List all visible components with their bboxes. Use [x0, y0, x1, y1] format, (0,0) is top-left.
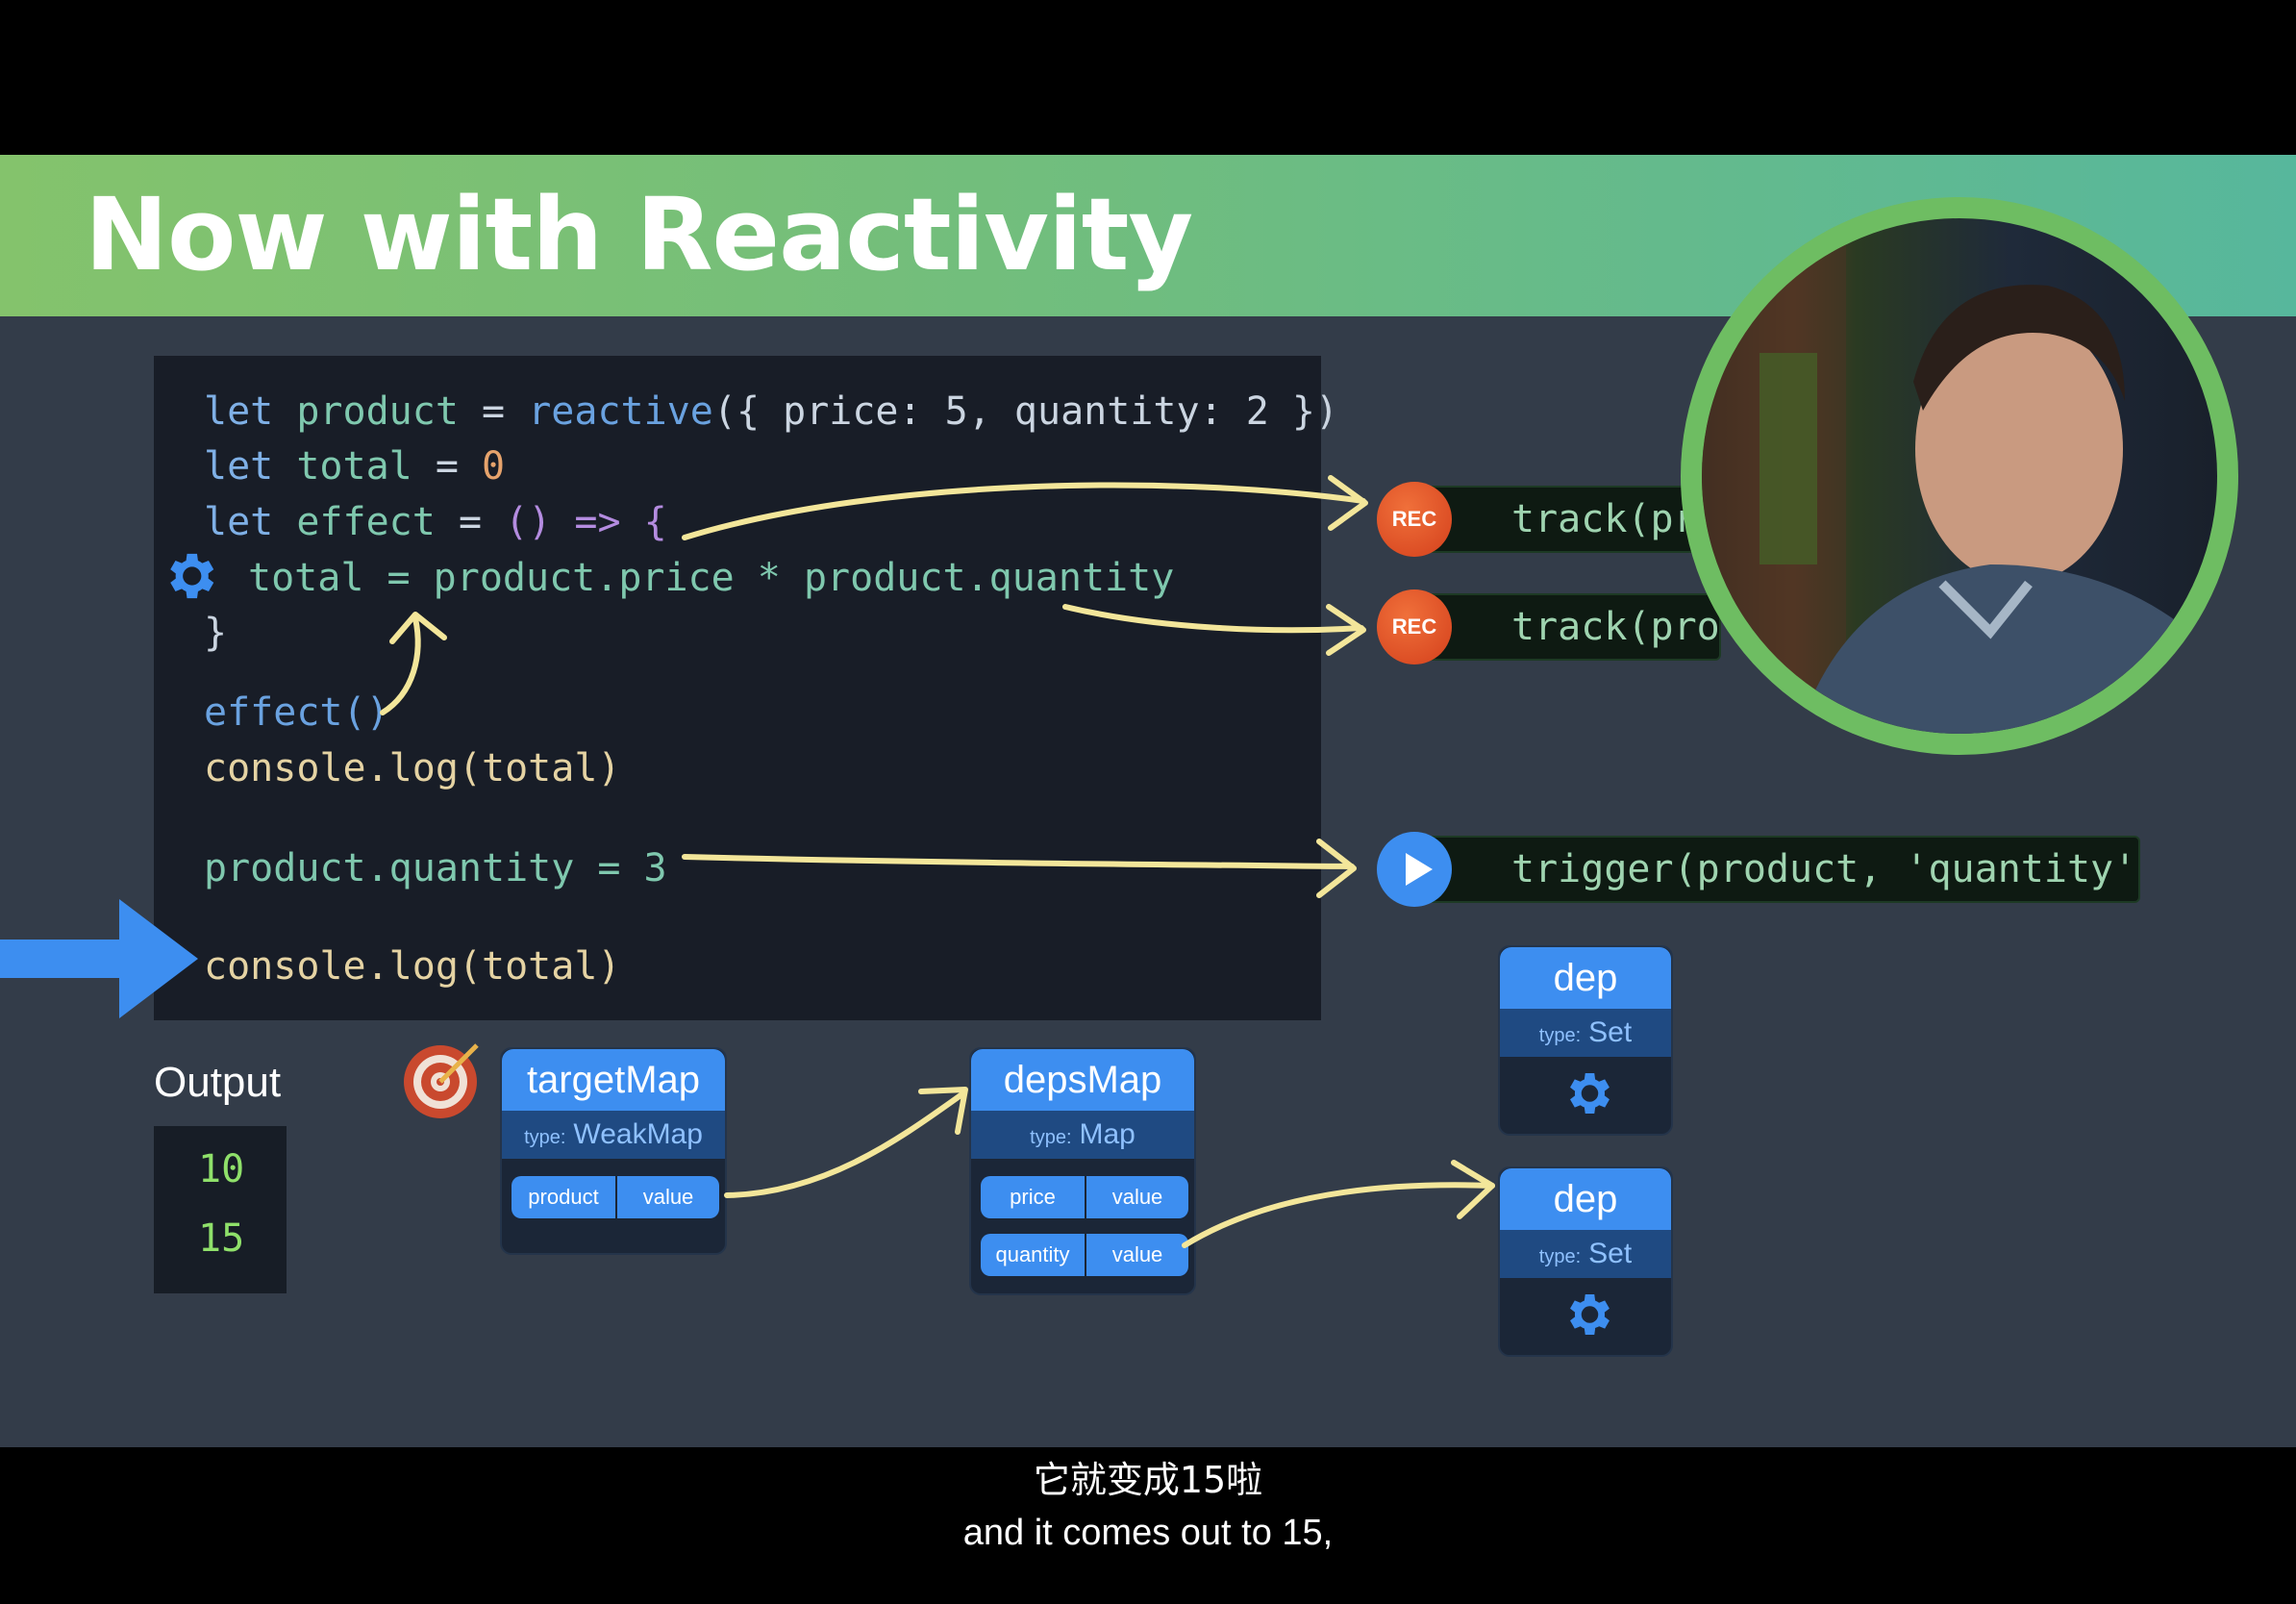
dep-type: type:Set: [1500, 1230, 1671, 1278]
deps-map-key: quantity: [981, 1234, 1085, 1276]
gear-icon: [1570, 1294, 1610, 1335]
dep-set-box: dep type:Set: [1498, 945, 1673, 1136]
deps-map-type: type:Map: [971, 1111, 1194, 1159]
presenter-webcam: [1681, 197, 2238, 755]
deps-map-value: value: [1086, 1234, 1188, 1276]
track-call-2: track(produ: [1413, 593, 1721, 661]
arrow-assign-to-trigger: [682, 854, 1355, 869]
arrow-quantity-to-track: [1062, 604, 1364, 634]
dep-type: type:Set: [1500, 1009, 1671, 1057]
target-icon: [404, 1043, 479, 1118]
dep-title: dep: [1500, 1168, 1671, 1230]
output-value: 10: [198, 1147, 245, 1191]
code-panel: let product = reactive({ price: 5, quant…: [154, 356, 1338, 1020]
output-value: 15: [198, 1216, 245, 1261]
pointer-arrow-icon: [0, 899, 198, 1018]
code-line-7: console.log(total): [204, 746, 621, 790]
subtitle-english: and it comes out to 15,: [962, 1513, 1334, 1553]
subtitles: 它就变成15啦 and it comes out to 15,: [0, 1454, 2296, 1560]
dep-title: dep: [1500, 947, 1671, 1009]
code-line-5: }: [204, 611, 228, 655]
deps-map-value: value: [1086, 1176, 1188, 1218]
output-console: 10 15: [154, 1126, 287, 1293]
code-line-9: console.log(total): [204, 944, 621, 989]
output-label: Output: [154, 1059, 282, 1106]
target-map-key: product: [512, 1176, 615, 1218]
hand-drawn-arrows: [380, 475, 1495, 1248]
dep-set-box: dep type:Set: [1498, 1166, 1673, 1357]
code-line-3: let effect = () => {: [204, 500, 667, 544]
gear-icon: [170, 553, 214, 599]
subtitle-chinese: 它就变成15啦: [1033, 1459, 1263, 1501]
play-icon: [1377, 832, 1452, 907]
trigger-call: trigger(product, 'quantity'): [1413, 836, 2140, 903]
track-call-1: track(proc: [1413, 486, 1702, 553]
deps-map-title: depsMap: [971, 1049, 1194, 1111]
arrow-target-to-deps: [724, 1090, 966, 1198]
deps-map-key: price: [981, 1176, 1085, 1218]
code-line-8: product.quantity = 3: [204, 846, 667, 890]
code-line-2: let total = 0: [204, 444, 506, 489]
target-map-title: targetMap: [502, 1049, 725, 1111]
target-map-value: value: [617, 1176, 719, 1218]
arrow-effect-to-track: [682, 482, 1366, 540]
rec-icon: REC: [1377, 589, 1452, 664]
code-line-4: total = product.price * product.quantity: [248, 556, 1175, 600]
rec-icon: REC: [1377, 482, 1452, 557]
arrow-deps-to-dep: [1182, 1182, 1495, 1248]
code-line-1: let product = reactive({ price: 5, quant…: [204, 389, 1339, 434]
target-map-box: targetMap type:WeakMap product value: [500, 1047, 727, 1255]
presenter-video: [1702, 218, 2217, 734]
deps-map-box: depsMap type:Map price value quantity va…: [969, 1047, 1196, 1295]
code-line-6: effect(): [204, 690, 389, 735]
slide-title: Now with Reactivity: [85, 176, 1193, 293]
target-map-type: type:WeakMap: [502, 1111, 725, 1159]
slide-stage: Now with Reactivity let product = reacti…: [0, 155, 2296, 1447]
gear-icon: [1570, 1073, 1610, 1114]
arrow-effect-call: [380, 615, 421, 715]
